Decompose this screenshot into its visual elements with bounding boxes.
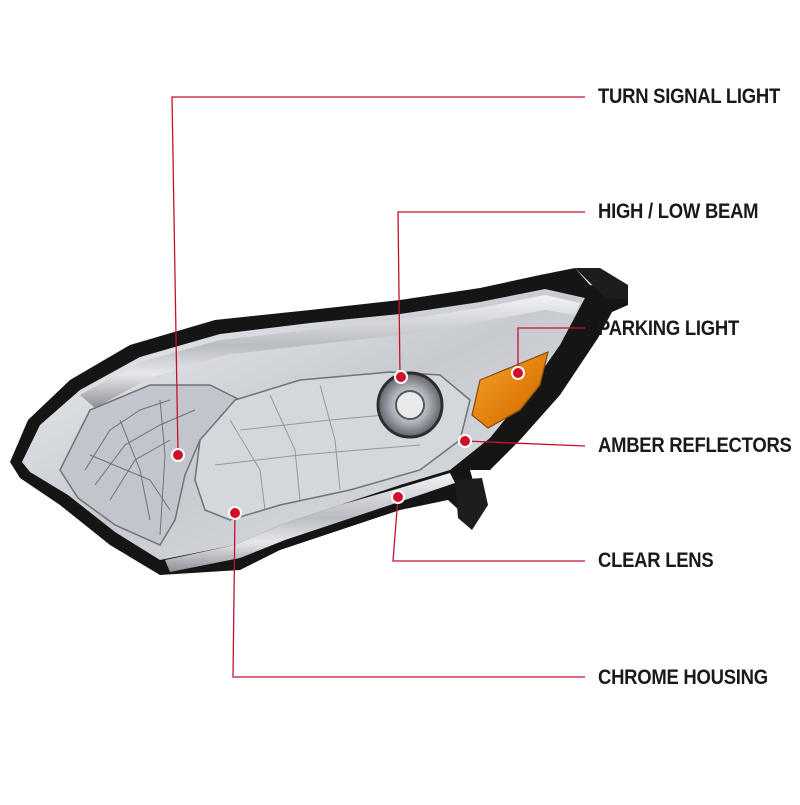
- label-clear-lens: CLEAR LENS: [598, 549, 714, 572]
- chrome-top-trim: [80, 295, 580, 408]
- amber-reflector: [471, 350, 549, 429]
- dot-clear-lens: [391, 490, 405, 504]
- label-amber-reflectors: AMBER REFLECTORS: [598, 434, 792, 457]
- turn-signal-reflector: [59, 384, 242, 546]
- leader-parking-light: [517, 327, 585, 373]
- mounting-tab-bottom: [455, 478, 488, 530]
- leader-turn-signal-light: [171, 96, 585, 456]
- label-turn-signal-light: TURN SIGNAL LIGHT: [598, 85, 781, 108]
- dot-amber-reflectors: [458, 434, 472, 448]
- turn-signal-facets: [84, 399, 196, 536]
- label-parking-light: PARKING LIGHT: [598, 317, 739, 340]
- label-chrome-housing: CHROME HOUSING: [598, 666, 768, 689]
- leader-clear-lens: [392, 496, 585, 562]
- leader-amber-reflectors: [464, 440, 586, 447]
- dot-turn-signal-light: [171, 448, 185, 462]
- dot-parking-light: [511, 366, 525, 380]
- dot-high-low-beam: [394, 370, 408, 384]
- chrome-bottom-sweep: [165, 473, 455, 572]
- dot-chrome-housing: [228, 506, 242, 520]
- callout-leaders: [171, 96, 586, 678]
- leader-chrome-housing: [232, 512, 585, 678]
- leader-high-low-beam: [397, 211, 585, 378]
- label-high-low-beam: HIGH / LOW BEAM: [598, 200, 759, 223]
- mounting-tab-top: [575, 268, 628, 300]
- callout-dots: [171, 366, 525, 520]
